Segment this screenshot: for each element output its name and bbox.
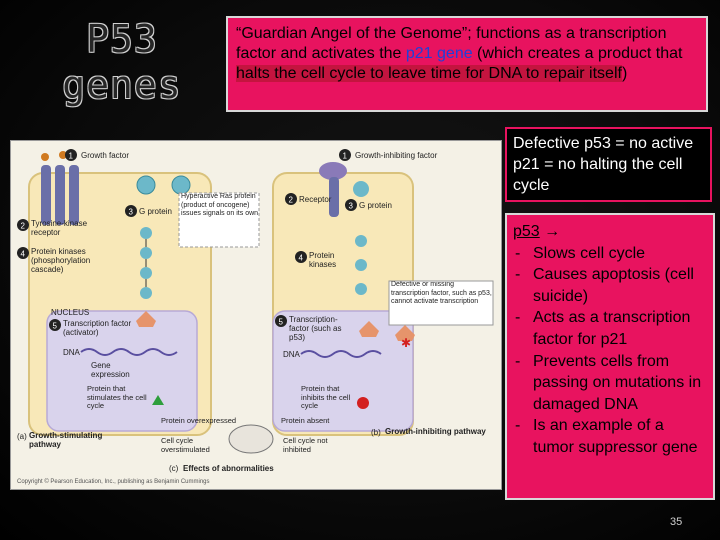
list-item: Causes apoptosis (cell suicide) bbox=[511, 264, 709, 307]
caption-b: Growth-inhibiting pathway bbox=[385, 427, 486, 436]
label-receptor-b: Receptor bbox=[299, 195, 332, 204]
label-not-inhibited: Cell cycle not inhibited bbox=[283, 437, 328, 454]
label-dna-b: DNA bbox=[283, 350, 301, 359]
num-badge-a3 bbox=[125, 205, 137, 217]
label-protein-kinases-b: Protein kinases bbox=[309, 251, 337, 269]
quote-halts: halts the cell cycle to leave time for D… bbox=[236, 65, 622, 82]
num-badge-b5 bbox=[275, 315, 287, 327]
growth-factor-icon bbox=[41, 153, 49, 161]
label-letter-c: (c) bbox=[169, 464, 179, 473]
guardian-quote-box: “Guardian Angel of the Genome”; function… bbox=[226, 16, 708, 112]
right-arrow-icon: → bbox=[544, 223, 561, 240]
receptor-b-icon bbox=[329, 177, 339, 217]
defective-p53-icon bbox=[395, 325, 415, 341]
kinase-icon bbox=[140, 227, 152, 239]
num-badge-b2 bbox=[285, 193, 297, 205]
receptor-icon bbox=[41, 165, 51, 225]
p53-heading-label: p53 bbox=[513, 223, 540, 240]
num-badge-b1 bbox=[339, 149, 351, 161]
caption-a: Growth-stimulating pathway bbox=[29, 431, 103, 449]
stimulating-protein-icon bbox=[152, 395, 164, 405]
nucleus-b bbox=[272, 310, 414, 432]
label-letter-b: (b) bbox=[371, 428, 381, 437]
label-growth-inhibiting: Growth-inhibiting factor bbox=[355, 151, 438, 160]
kinase-b-icon bbox=[355, 283, 367, 295]
cell-signaling-figure: 1 Growth factor 3 G protein Hyperactive … bbox=[10, 140, 502, 490]
p53-bullet-list: Slows cell cycle Causes apoptosis (cell … bbox=[511, 243, 709, 459]
num-badge-a5 bbox=[49, 319, 61, 331]
p53-heading: p53 → bbox=[513, 221, 709, 243]
defect-mark-icon: ✱ bbox=[401, 336, 411, 350]
list-item: Slows cell cycle bbox=[511, 243, 709, 265]
dna-helix-b-icon bbox=[300, 350, 382, 358]
num-b3: 3 bbox=[349, 202, 354, 211]
list-item: Acts as a transcription factor for p21 bbox=[511, 307, 709, 350]
label-absent: Protein absent bbox=[281, 416, 330, 425]
ras-protein-hyperactive-icon bbox=[171, 175, 191, 195]
kinase-b-icon bbox=[355, 259, 367, 271]
quote-gene: p21 gene bbox=[405, 45, 473, 62]
label-gene-expression: Gene expression bbox=[91, 361, 130, 379]
num-badge-a4 bbox=[17, 247, 29, 259]
label-dna-a: DNA bbox=[63, 348, 81, 357]
receptor-icon bbox=[55, 165, 65, 225]
kinase-b-icon bbox=[355, 235, 367, 247]
ras-protein-icon bbox=[136, 175, 156, 195]
label-g-protein-b: G protein bbox=[359, 201, 392, 210]
slide-title: P53 genes bbox=[62, 17, 182, 107]
inhibiting-protein-icon bbox=[357, 397, 369, 409]
kinase-icon bbox=[140, 287, 152, 299]
num-b4: 4 bbox=[299, 254, 304, 263]
figure-copyright: Copyright © Pearson Education, Inc., pub… bbox=[17, 478, 210, 485]
num-a1: 1 bbox=[69, 152, 74, 161]
kinase-icon bbox=[140, 267, 152, 279]
p53-functions-box: p53 → Slows cell cycle Causes apoptosis … bbox=[505, 213, 715, 500]
p53-factor-icon bbox=[359, 321, 379, 337]
hyperactive-ras-box bbox=[178, 192, 260, 248]
num-badge-b3 bbox=[345, 199, 357, 211]
num-badge-b4 bbox=[295, 251, 307, 263]
quote-text-part2: (which creates a product that bbox=[472, 45, 683, 62]
num-badge-a2 bbox=[17, 219, 29, 231]
label-protein-kinases-a: Protein kinases (phosphorylation cascade… bbox=[31, 247, 91, 274]
growth-factor-icon bbox=[59, 151, 67, 159]
inhibiting-factor-icon bbox=[319, 162, 347, 180]
defective-p53-callout: Defective p53 = no active p21 = no halti… bbox=[505, 127, 712, 202]
label-g-protein-a: G protein bbox=[139, 207, 172, 216]
num-b5: 5 bbox=[279, 318, 284, 327]
num-a4: 4 bbox=[21, 250, 26, 259]
label-letter-a: (a) bbox=[17, 432, 27, 441]
label-protein-stimulates: Protein that stimulates the cell cycle bbox=[87, 385, 147, 410]
quote-text-part1: “Guardian Angel of the Genome”; function… bbox=[236, 25, 667, 62]
receptor-icon bbox=[69, 165, 79, 225]
caption-c: Effects of abnormalities bbox=[183, 464, 274, 473]
label-hyperactive-ras: Hyperactive Ras protein (product of onco… bbox=[181, 193, 259, 217]
dna-helix-icon bbox=[80, 348, 178, 356]
num-b1: 1 bbox=[343, 152, 348, 161]
g-protein-b-icon bbox=[353, 181, 369, 197]
kinase-icon bbox=[140, 247, 152, 259]
label-defective-p53: Defective or missing transcription facto… bbox=[391, 281, 492, 305]
quote-end: ) bbox=[621, 65, 628, 82]
label-protein-inhibits: Protein that inhibits the cell cycle bbox=[301, 385, 351, 410]
label-overstimulated: Cell cycle overstimulated bbox=[161, 437, 210, 454]
list-item: Prevents cells from passing on mutations… bbox=[511, 351, 709, 416]
label-growth-factor: Growth factor bbox=[81, 151, 129, 160]
transcription-factor-icon bbox=[136, 311, 156, 327]
list-item: Is an example of a tumor suppressor gene bbox=[511, 415, 709, 458]
cell-cycle-icon bbox=[228, 424, 274, 454]
slide-number: 35 bbox=[670, 516, 683, 528]
defective-p53-box bbox=[388, 280, 494, 326]
label-nucleus: NUCLEUS bbox=[51, 308, 89, 317]
num-a5: 5 bbox=[53, 322, 58, 331]
label-tyrosine-kinase: Tyrosine-kinase receptor bbox=[31, 219, 88, 237]
label-transcription-factor-a: Transcription factor (activator) bbox=[63, 319, 132, 337]
num-badge-a1 bbox=[65, 149, 77, 161]
num-a3: 3 bbox=[129, 208, 134, 217]
label-transcription-factor-b: Transcription- factor (such as p53) bbox=[289, 315, 342, 342]
num-b2: 2 bbox=[289, 196, 294, 205]
label-overexpressed: Protein overexpressed bbox=[161, 416, 236, 425]
num-a2: 2 bbox=[21, 222, 26, 231]
